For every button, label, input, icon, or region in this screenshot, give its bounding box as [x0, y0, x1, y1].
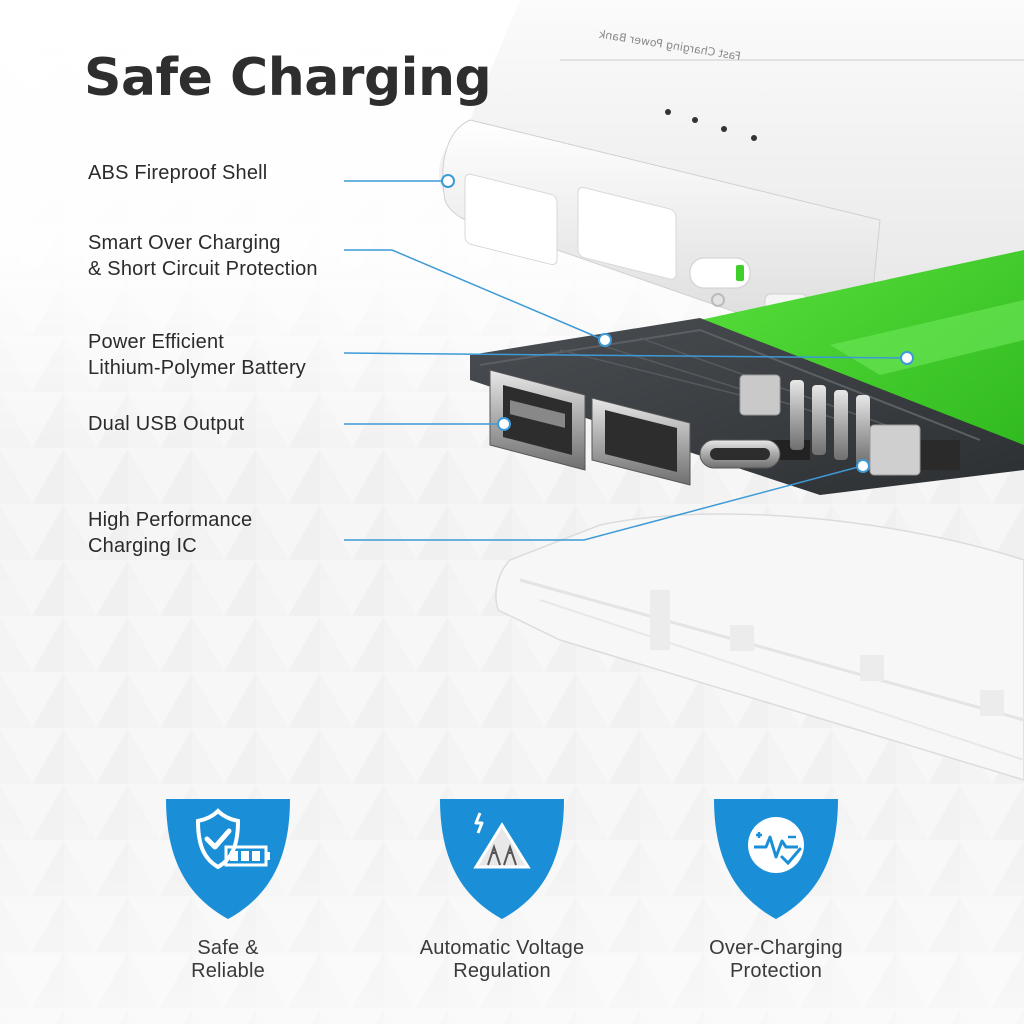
bottom-shell: [495, 513, 1024, 781]
callout-line-battery: [343, 352, 907, 359]
usb-port-2: [591, 397, 691, 486]
top-shell: Fast Charging Power Bank: [438, 0, 1024, 347]
voltage-tower-icon: [440, 799, 564, 919]
badge-over-charging: Over-Charging Protection: [666, 795, 886, 983]
usb-c-port: [699, 439, 781, 469]
feature-label-shell: ABS Fireproof Shell: [88, 162, 268, 184]
feature-label-usb: Dual USB Output: [88, 413, 245, 435]
circuit-board: [470, 318, 1024, 495]
callout-dot-shell: [441, 174, 455, 188]
page-title: Safe Charging: [84, 48, 492, 108]
badge-label-safe-reliable: Safe & Reliable: [191, 937, 265, 982]
feature-label-protection: Smart Over Charging & Short Circuit Prot…: [88, 232, 318, 280]
shield-battery-check-icon: [166, 799, 290, 919]
callout-dot-protection: [598, 333, 612, 347]
usb-port-1: [489, 369, 586, 471]
callout-line-ic: [344, 465, 863, 541]
badge-label-voltage-regulation: Automatic Voltage Regulation: [419, 937, 585, 982]
badge-label-over-charging: Over-Charging Protection: [709, 937, 843, 982]
badge-safe-reliable: Safe & Reliable: [118, 795, 338, 983]
callout-dot-ic: [856, 459, 870, 473]
callout-line-protection: [344, 249, 605, 341]
badge-voltage-regulation: Automatic Voltage Regulation: [392, 795, 612, 983]
feature-label-ic: High Performance Charging IC: [88, 509, 253, 557]
heartbeat-check-icon: [714, 799, 838, 919]
feature-label-battery: Power Efficient Lithium-Polymer Battery: [88, 331, 306, 379]
callout-dot-usb: [497, 417, 511, 431]
callout-dot-battery: [900, 351, 914, 365]
